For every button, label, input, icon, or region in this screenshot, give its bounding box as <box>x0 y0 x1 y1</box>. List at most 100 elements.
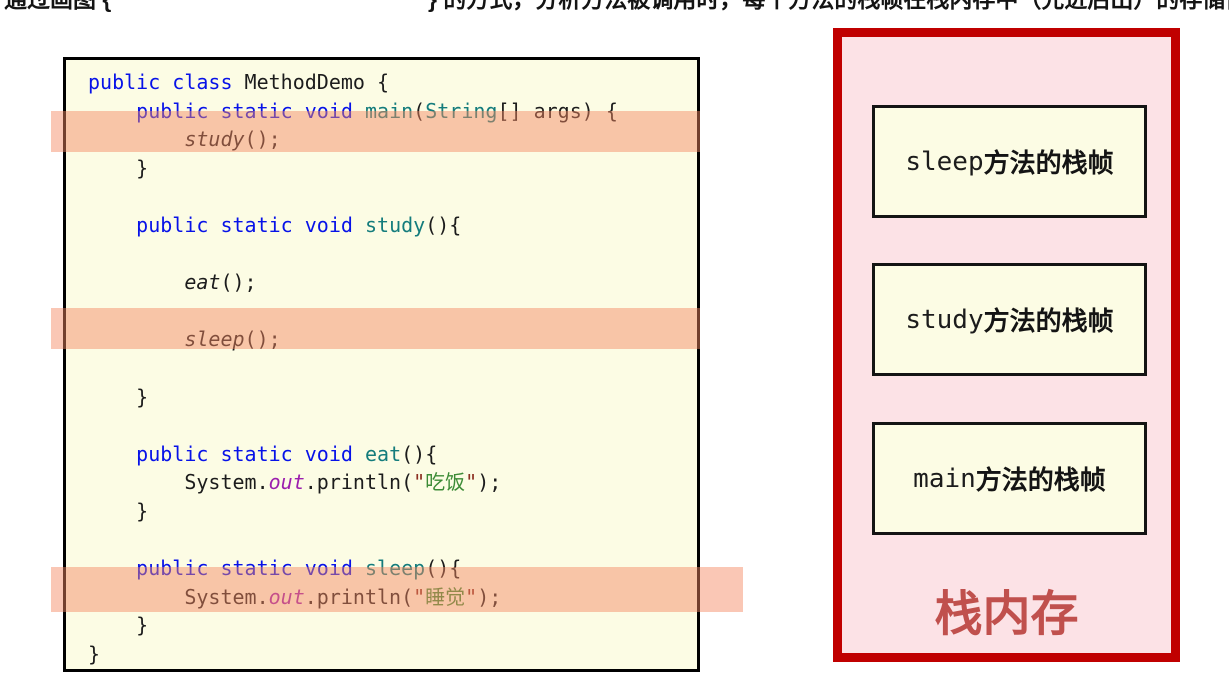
code-token-pl: } <box>88 613 149 638</box>
code-token-pl <box>353 213 365 237</box>
code-token-kw: public <box>136 441 209 466</box>
code-token-fn: main <box>364 98 414 123</box>
code-line <box>88 411 618 440</box>
code-token-cjk: 吃饭 <box>425 470 466 495</box>
code-token-pl: } <box>88 384 149 409</box>
code-token-kw: public <box>136 212 209 237</box>
code-token-fld: out <box>268 470 305 495</box>
cropped-headline-right: } 的方式，分析方法被调用时，每个方法的栈帧在栈内存中（先进后出）的存储情况 <box>428 0 1229 12</box>
code-token-str: " <box>413 584 426 609</box>
code-line: } <box>88 383 618 412</box>
code-token-call: study <box>184 127 245 152</box>
code-token-pl: } <box>88 641 101 666</box>
code-token-kw: public <box>136 98 209 123</box>
code-token-pl: } <box>88 498 149 523</box>
code-line: } <box>88 611 618 640</box>
code-token-pl <box>208 556 220 580</box>
code-line: public class MethodDemo { <box>88 68 618 97</box>
code-token-pl <box>293 442 305 466</box>
code-token-pl <box>88 270 184 294</box>
code-token-kw: static <box>220 212 293 237</box>
code-token-kw: static <box>220 556 293 581</box>
code-token-pl <box>353 442 365 466</box>
stack-memory-label: 栈内存 <box>934 588 1079 641</box>
code-token-cjk: 睡觉 <box>425 584 466 609</box>
code-token-pl <box>208 213 220 237</box>
code-token-kw: void <box>304 98 353 123</box>
code-token-kw: class <box>172 70 233 94</box>
code-token-pl <box>293 556 305 580</box>
code-line <box>88 182 618 211</box>
code-token-pl: (){ <box>401 441 438 466</box>
code-line <box>88 240 618 269</box>
cropped-headline-left: 通过画图 { <box>4 0 111 12</box>
code-token-pl <box>88 442 136 466</box>
code-token-pl <box>353 556 365 580</box>
stack-frame-suffix: 方法的栈帧 <box>983 306 1114 336</box>
code-token-pl: .println( <box>304 470 414 495</box>
code-line: System.out.println("吃饭"); <box>88 468 618 497</box>
code-line <box>88 526 618 555</box>
code-token-kw: public <box>136 556 209 581</box>
code-token-kw: public <box>88 70 161 94</box>
code-token-pl: ( <box>413 98 426 123</box>
code-token-pl <box>293 99 305 123</box>
code-token-str: " <box>413 470 426 495</box>
code-token-pl: (); <box>244 327 281 352</box>
code-token-pl <box>88 556 136 580</box>
code-lines: public class MethodDemo { public static … <box>88 68 618 668</box>
code-token-kw: static <box>220 98 293 123</box>
code-token-pl: MethodDemo { <box>232 70 390 94</box>
code-line: public static void main(String[] args) { <box>88 97 618 126</box>
code-line: public static void sleep(){ <box>88 554 618 583</box>
code-token-ty: String <box>425 98 498 123</box>
code-token-call: sleep <box>184 327 245 352</box>
code-token-pl: .println( <box>304 584 414 609</box>
code-token-pl <box>293 213 305 237</box>
code-token-pl <box>208 99 220 123</box>
code-line: } <box>88 154 618 183</box>
code-token-pl: System. <box>88 470 269 495</box>
stack-frame-suffix: 方法的栈帧 <box>975 465 1106 495</box>
code-token-str: " <box>465 470 478 495</box>
code-token-pl: System. <box>88 584 269 609</box>
code-token-kw: void <box>304 212 353 237</box>
code-token-pl: [] args) { <box>497 98 618 123</box>
code-line: } <box>88 497 618 526</box>
code-token-pl: ); <box>477 470 502 495</box>
code-token-pl <box>208 442 220 466</box>
stack-frame-method-name: study <box>905 304 984 335</box>
code-token-pl: ); <box>477 584 502 609</box>
code-panel: public class MethodDemo { public static … <box>63 57 700 672</box>
code-line <box>88 297 618 326</box>
code-line <box>88 354 618 383</box>
code-line: eat(); <box>88 268 618 297</box>
code-line: public static void eat(){ <box>88 440 618 469</box>
stack-frame-suffix: 方法的栈帧 <box>983 148 1114 178</box>
cropped-headline: 通过画图 { } 的方式，分析方法被调用时，每个方法的栈帧在栈内存中（先进后出）… <box>0 0 1229 14</box>
code-token-pl: (){ <box>425 556 462 581</box>
code-token-fn: sleep <box>364 556 426 581</box>
code-token-str: " <box>465 584 478 609</box>
code-token-pl: (); <box>220 270 257 295</box>
code-line: public static void study(){ <box>88 211 618 240</box>
code-token-call: eat <box>184 270 221 295</box>
code-token-fn: eat <box>364 441 402 466</box>
code-token-kw: void <box>304 441 353 466</box>
code-token-pl <box>88 327 184 351</box>
code-token-kw: void <box>304 556 353 581</box>
code-token-pl: (); <box>244 127 281 152</box>
code-line: study(); <box>88 125 618 154</box>
code-line: } <box>88 640 618 669</box>
code-line: System.out.println("睡觉"); <box>88 583 618 612</box>
code-token-pl <box>88 99 136 123</box>
code-token-pl <box>160 70 172 94</box>
code-token-pl: (){ <box>425 212 462 237</box>
stack-frame-method-name: sleep <box>905 146 984 177</box>
code-token-fn: study <box>364 212 426 237</box>
